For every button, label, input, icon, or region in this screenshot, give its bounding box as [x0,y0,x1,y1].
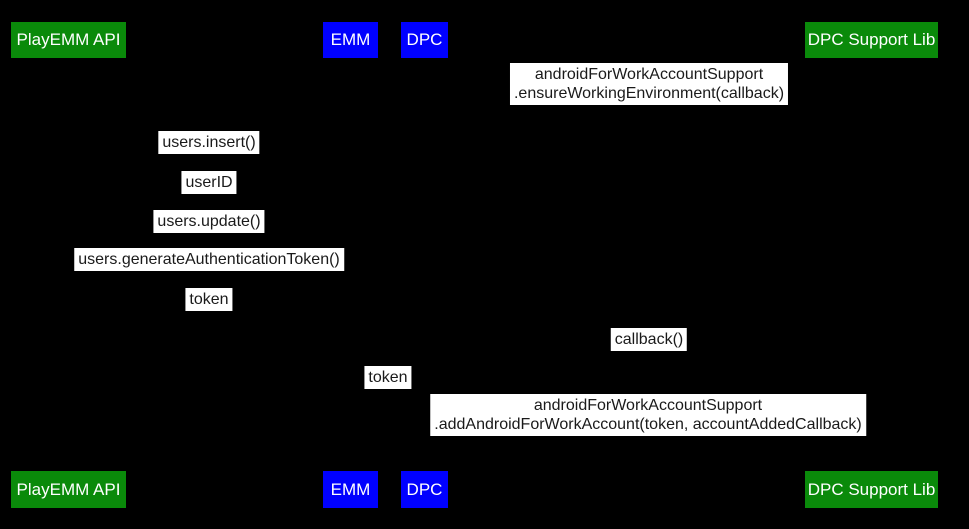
message-user-id: userID [181,171,237,194]
participant-dpc-support-lib-bottom: DPC Support Lib [805,471,938,508]
participant-playemm-api-bottom-label: PlayEMM API [16,479,121,499]
message-add-android-for-work-account: androidForWorkAccountSupport .addAndroid… [430,394,866,436]
participant-dpc-top-label: DPC [406,30,443,49]
message-callback: callback() [610,328,688,351]
participant-playemm-api-top-label: PlayEMM API [16,30,121,49]
participant-emm-bottom-label: EMM [330,479,371,499]
message-token-response: token [185,288,233,311]
message-users-insert: users.insert() [158,131,260,154]
message-users-update: users.update() [153,210,265,233]
participant-emm-top: EMM [323,22,378,58]
message-ensure-working-environment: androidForWorkAccountSupport .ensureWork… [509,63,789,105]
participant-emm-top-label: EMM [330,30,371,49]
participant-dpc-support-lib-top: DPC Support Lib [805,22,938,58]
participant-dpc-bottom: DPC [401,471,448,508]
participant-dpc-top: DPC [401,22,448,58]
message-ensure-working-environment-line2: .ensureWorkingEnvironment(callback) [513,85,785,102]
participant-dpc-support-lib-bottom-label: DPC Support Lib [807,479,936,499]
participant-emm-bottom: EMM [323,471,378,508]
message-add-android-for-work-account-line2: .addAndroidForWorkAccount(token, account… [434,416,862,433]
participant-dpc-bottom-label: DPC [406,479,443,499]
message-add-android-for-work-account-line1: androidForWorkAccountSupport [533,397,763,414]
message-users-generate-authentication-token: users.generateAuthenticationToken() [74,248,344,271]
participant-dpc-support-lib-top-label: DPC Support Lib [807,30,936,49]
participant-playemm-api-top: PlayEMM API [11,22,126,58]
message-ensure-working-environment-line1: androidForWorkAccountSupport [534,66,764,83]
message-token-forward: token [364,366,412,389]
participant-playemm-api-bottom: PlayEMM API [11,471,126,508]
